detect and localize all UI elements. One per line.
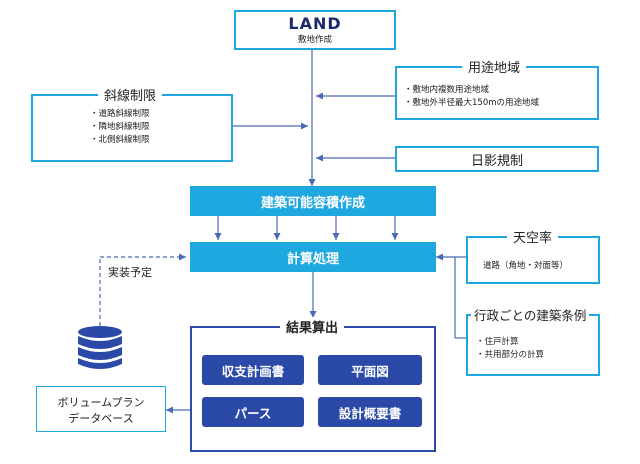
youto-item: ・敷地外半径最大150mの用途地域: [404, 98, 540, 108]
keisan-box: 計算処理: [190, 242, 436, 272]
youto-items: ・敷地内複数用途地域 ・敷地外半径最大150mの用途地域: [404, 84, 539, 110]
tenku-title: 天空率: [507, 227, 559, 246]
db-box: ボリュームプラン データベース: [36, 386, 166, 432]
land-logo: LAND: [288, 14, 342, 33]
heimenzu-button: 平面図: [318, 355, 422, 385]
db-line2: データベース: [68, 412, 134, 425]
db-line1: ボリュームプラン: [57, 396, 145, 409]
perth-button: パース: [202, 397, 304, 427]
jorei-item: ・住戸計算: [476, 337, 519, 347]
kekka-title: 結果算出: [280, 317, 345, 336]
land-box: LAND 敷地作成: [234, 10, 396, 50]
jorei-title: 行政ごとの建築条例: [471, 305, 590, 324]
youto-item: ・敷地内複数用途地域: [404, 85, 490, 95]
shushi-button: 収支計画書: [202, 355, 304, 385]
kekka-box: [190, 326, 436, 452]
shasen-item: ・北側斜線制限: [90, 135, 150, 145]
jorei-items: ・住戸計算 ・共用部分の計算: [476, 336, 544, 362]
shasen-title: 斜線制限: [98, 85, 163, 104]
shasen-items: ・道路斜線制限 ・隣地斜線制限 ・北側斜線制限: [90, 108, 150, 147]
jorei-item: ・共用部分の計算: [476, 350, 545, 360]
tenku-item: 道路（角地・対面等）: [483, 261, 569, 271]
jisso-label: 実装予定: [108, 266, 152, 279]
youto-title: 用途地域: [462, 57, 527, 76]
sekkei-button: 設計概要書: [318, 397, 422, 427]
database-icon: [78, 326, 122, 369]
kenchiku-box: 建築可能容積作成: [190, 186, 436, 216]
nichiei-box: 日影規制: [395, 146, 599, 172]
land-sub: 敷地作成: [297, 35, 332, 45]
shasen-item: ・道路斜線制限: [90, 109, 150, 119]
nichiei-title: 日影規制: [470, 153, 523, 169]
shasen-item: ・隣地斜線制限: [90, 122, 150, 132]
